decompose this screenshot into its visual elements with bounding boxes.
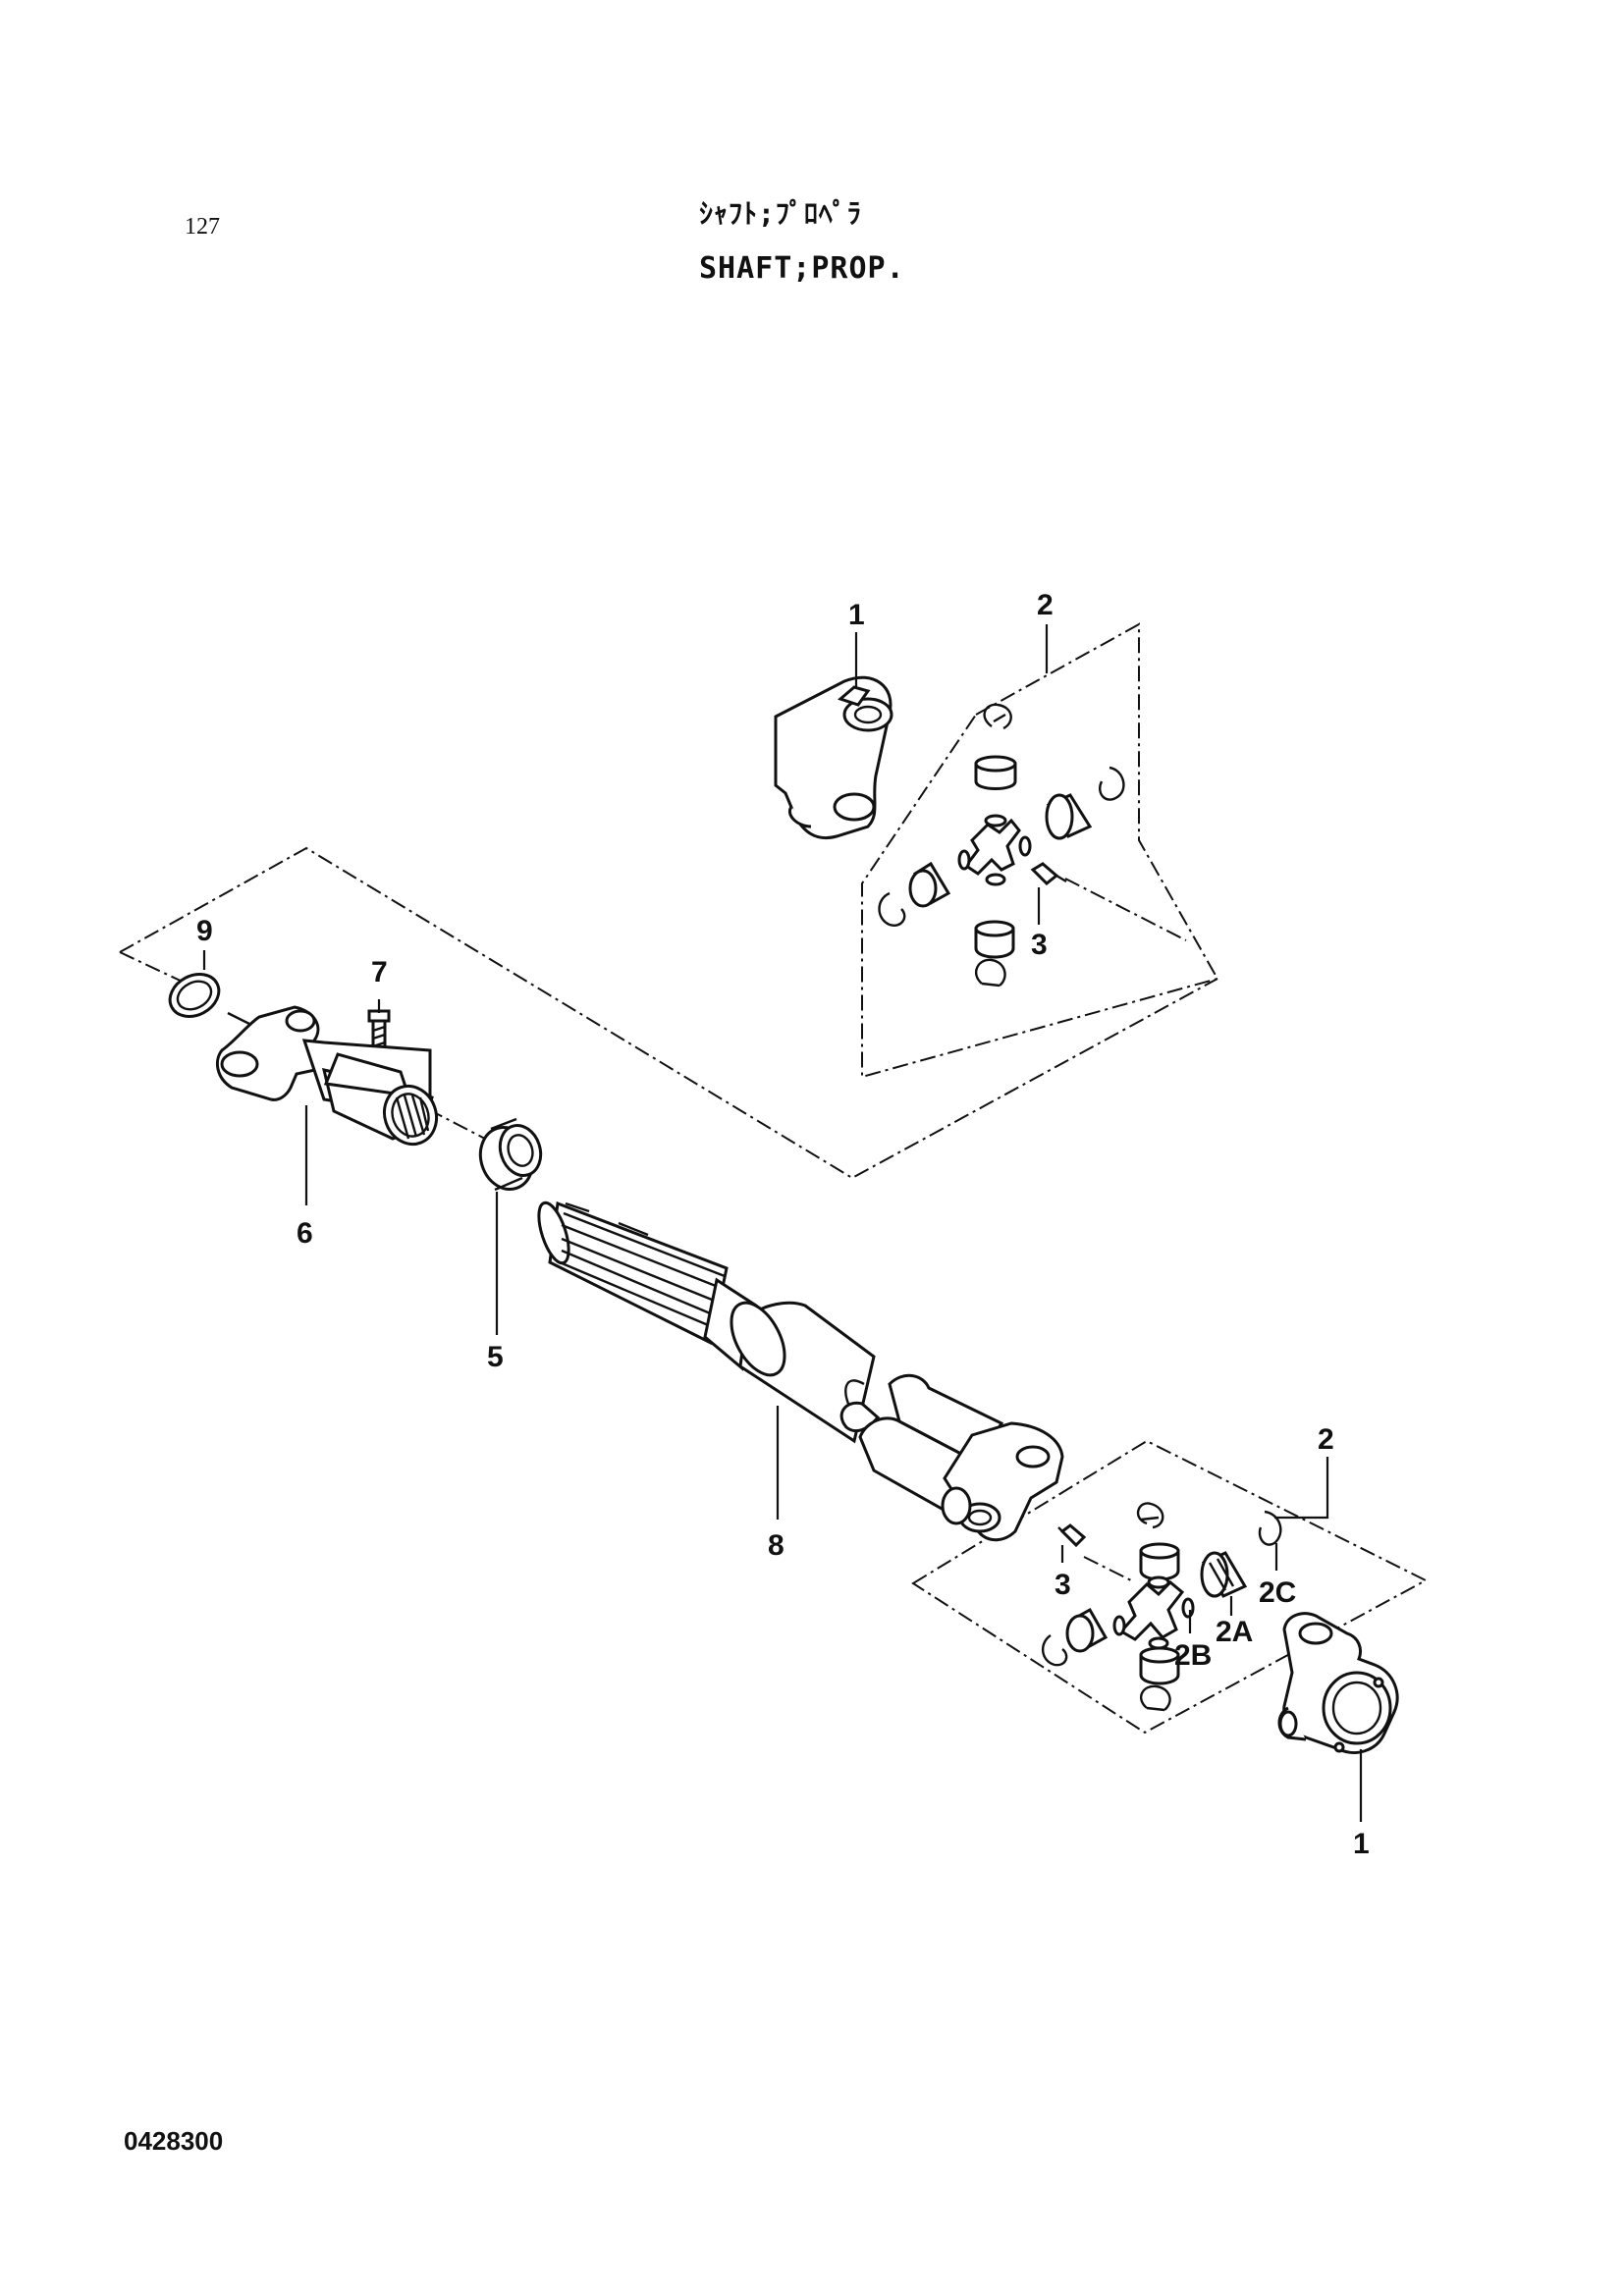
callout-slip-yoke: 6 xyxy=(297,1217,313,1250)
slip-yoke-part xyxy=(215,1005,438,1147)
page-title-japanese: ｼｬﾌﾄ;ﾌﾟﾛﾍﾟﾗ xyxy=(699,197,862,230)
tube-part xyxy=(537,1201,1064,1542)
top-kit-parts xyxy=(878,703,1125,988)
callout-cross: 2B xyxy=(1174,1639,1212,1672)
bottom-yoke-part xyxy=(1277,1612,1399,1754)
callout-numbers: 1 2 3 7 9 6 5 8 2 3 2B 2A 2C 1 xyxy=(196,589,1370,1860)
callout-tube: 8 xyxy=(768,1529,784,1562)
callout-bolt: 7 xyxy=(371,956,388,988)
leader-lines xyxy=(202,624,1363,1822)
callout-seal: 5 xyxy=(487,1341,504,1373)
callout-snap-ring: 2C xyxy=(1259,1576,1296,1609)
callout-top-yoke: 1 xyxy=(848,599,865,631)
callout-bottom-kit: 2 xyxy=(1318,1423,1334,1456)
callout-cap: 9 xyxy=(196,915,213,947)
callout-top-kit: 2 xyxy=(1037,589,1054,621)
callout-bottom-grease-fitting: 3 xyxy=(1055,1569,1071,1601)
page-number: 127 xyxy=(185,214,220,240)
callout-bearing: 2A xyxy=(1216,1616,1253,1648)
document-code: 0428300 xyxy=(124,2126,224,2156)
assembly-boundary-lines xyxy=(119,622,1429,1735)
callout-top-grease-fitting: 3 xyxy=(1031,929,1048,961)
page-title: SHAFT;PROP. xyxy=(699,251,905,286)
seal-part xyxy=(478,1117,543,1192)
bottom-kit-parts xyxy=(1042,1502,1282,1712)
callout-bottom-yoke: 1 xyxy=(1353,1828,1370,1860)
top-yoke-part xyxy=(774,675,893,839)
